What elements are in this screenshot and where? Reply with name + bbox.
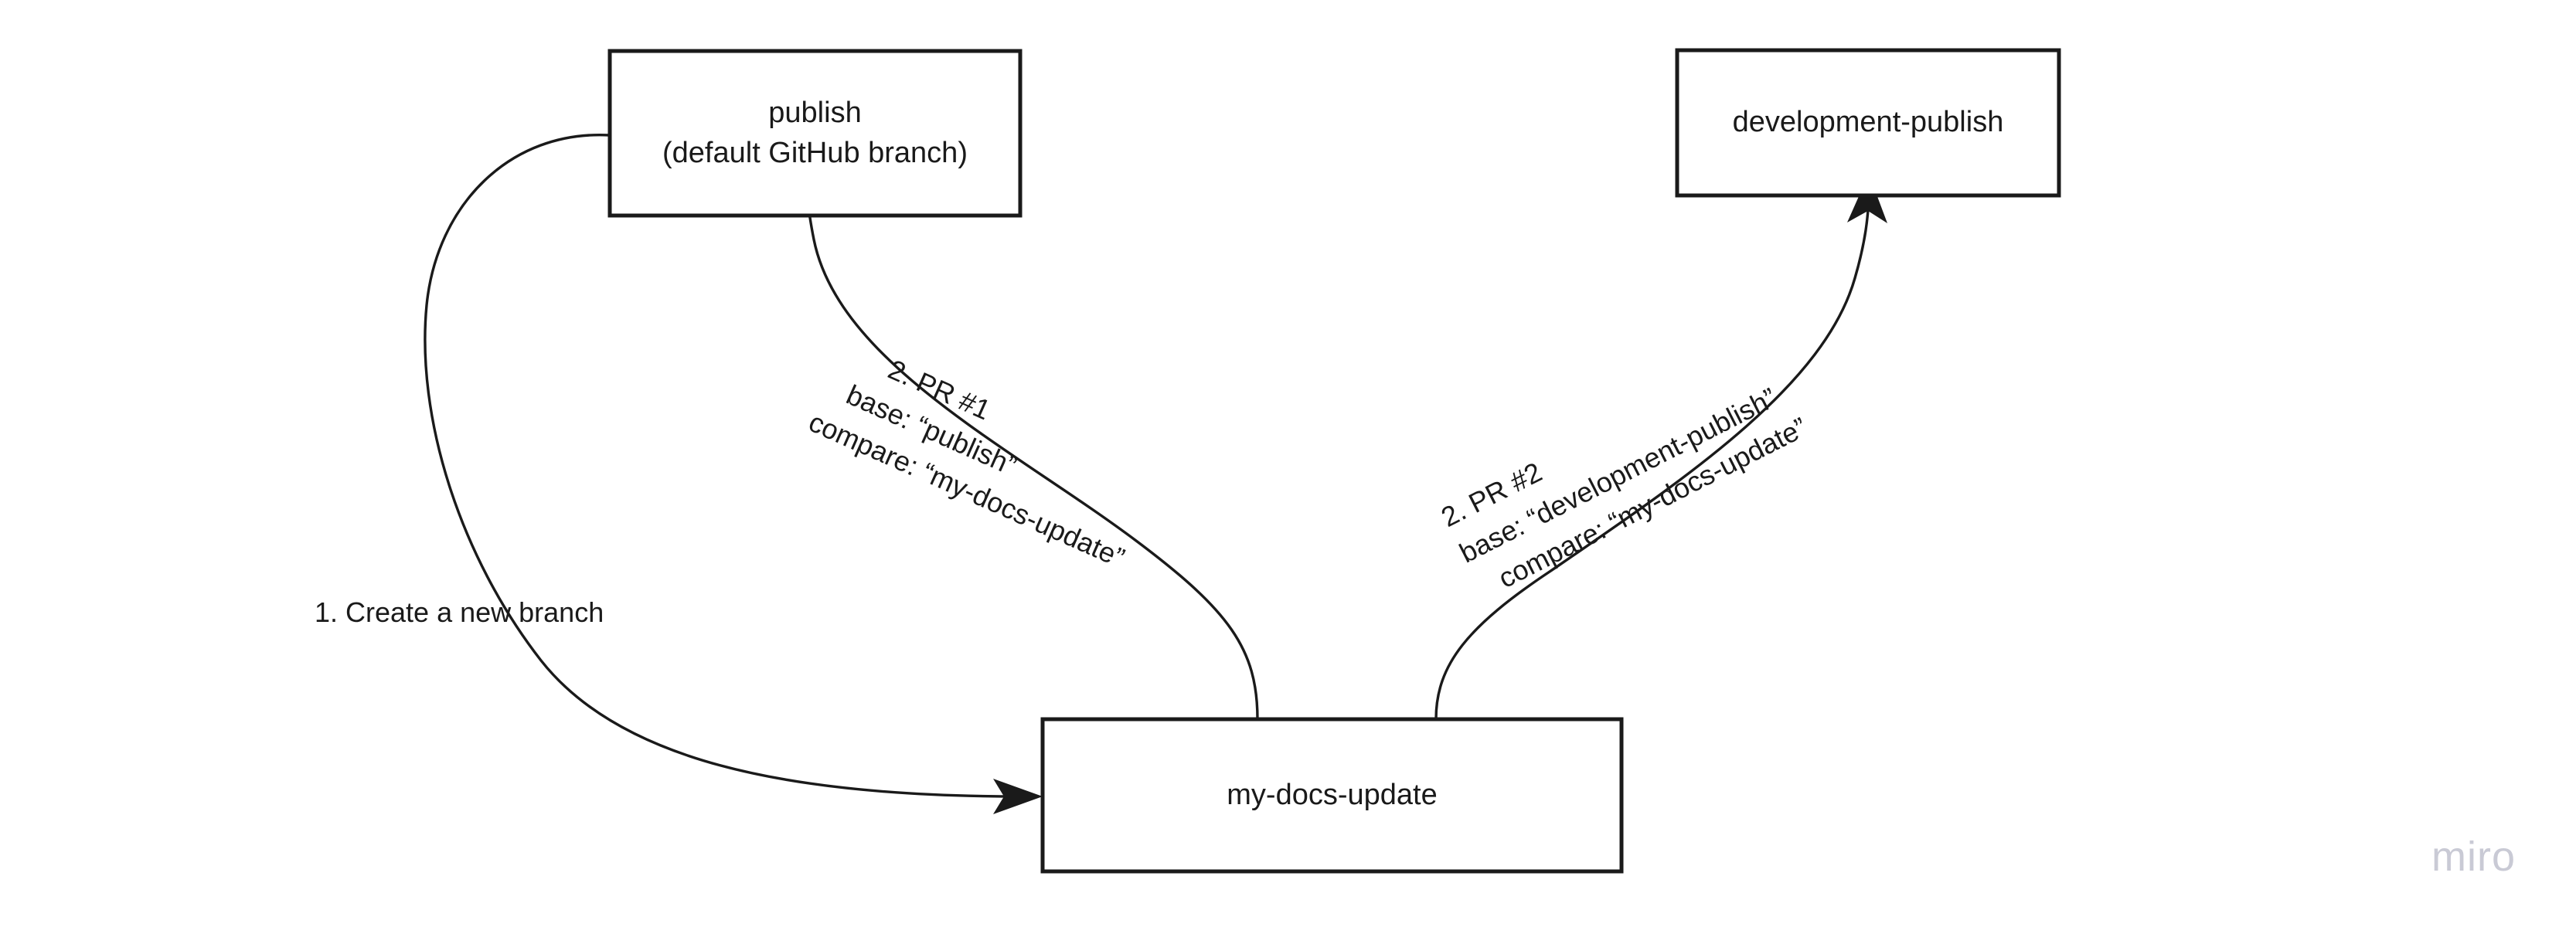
edge-create-branch-arrowhead [993, 779, 1043, 814]
edge-pr-1-path [805, 133, 1259, 721]
node-development-publish[interactable]: development-publish [1675, 48, 2061, 198]
miro-watermark: miro [2431, 834, 2516, 880]
node-publish-label-line-2: (default GitHub branch) [662, 137, 968, 169]
edge-label-create-branch-line-1: 1. Create a new branch [315, 596, 604, 628]
node-development-publish-rect [1675, 48, 2061, 198]
edge-create-branch[interactable] [424, 134, 1043, 814]
node-publish-label-line-1: publish [768, 97, 861, 129]
node-publish[interactable]: publish (default GitHub branch) [607, 49, 1023, 218]
node-my-docs-update-rect [1040, 717, 1624, 874]
edge-create-branch-path [424, 134, 1022, 798]
edge-pr-2-path [1434, 195, 1870, 721]
node-my-docs-update[interactable]: my-docs-update [1040, 717, 1624, 874]
edge-pr-2[interactable] [1434, 174, 1887, 721]
edge-label-create-branch: 1. Create a new branch [315, 596, 604, 628]
edge-label-pr-1: 2. PR #1 base: “publish” compare: “my-do… [805, 353, 1130, 573]
node-development-publish-label: development-publish [1733, 106, 2004, 138]
node-publish-rect [607, 49, 1023, 218]
edge-label-pr-2: 2. PR #2 base: “development-publish” com… [1436, 382, 1812, 594]
node-my-docs-update-label: my-docs-update [1227, 779, 1437, 811]
edge-pr-2-arrowhead [1847, 174, 1887, 223]
